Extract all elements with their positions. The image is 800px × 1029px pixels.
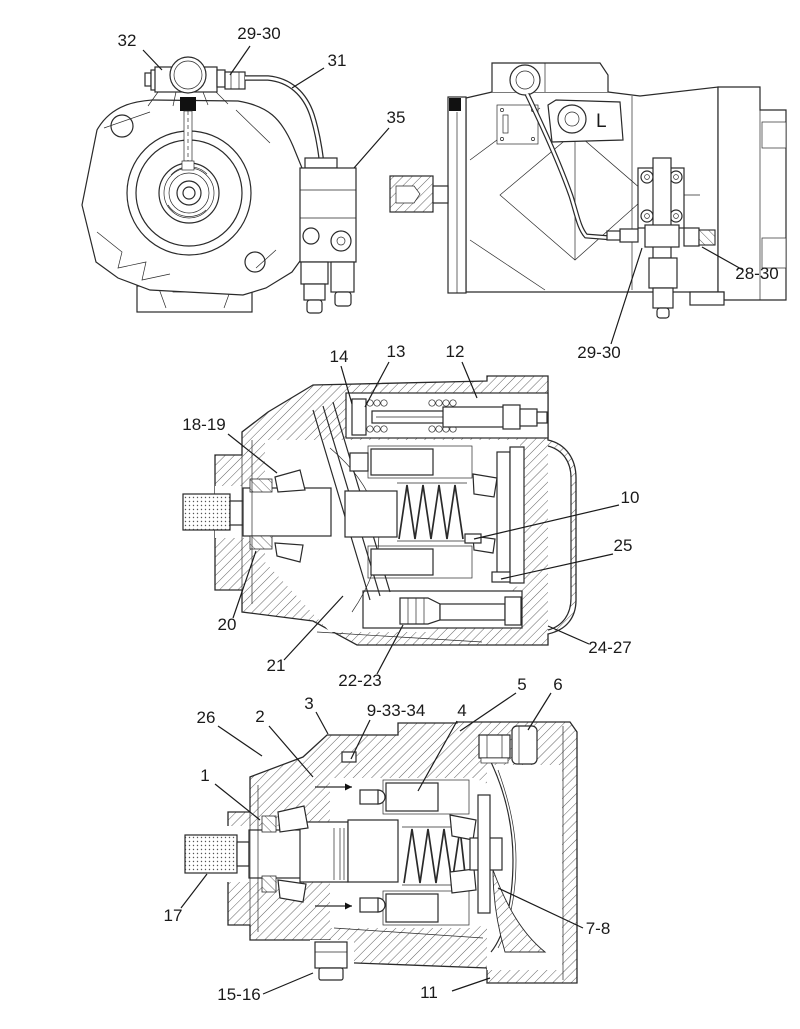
- port-marker: [449, 98, 461, 111]
- side-callouts: 28-30 29-30: [577, 246, 779, 362]
- callout-12: 12: [446, 342, 465, 361]
- leader-6: [527, 692, 552, 731]
- callout-25: 25: [614, 536, 633, 555]
- callout-21: 21: [267, 656, 286, 675]
- piston-group: [347, 779, 503, 926]
- drive-shaft-stub: [389, 175, 449, 213]
- leader-1: [214, 783, 261, 821]
- callout-26: 26: [197, 708, 216, 727]
- callout-32: 32: [118, 31, 137, 50]
- leader-21: [283, 595, 344, 661]
- callout-22-23: 22-23: [338, 671, 381, 690]
- callout-15-16: 15-16: [217, 985, 260, 1004]
- case-drain-port: L: [547, 99, 624, 143]
- callout-6: 6: [553, 675, 562, 694]
- callout-13: 13: [387, 342, 406, 361]
- port-marker: [180, 97, 196, 111]
- callout-24-27: 24-27: [588, 638, 631, 657]
- section-lower-callouts: 26 2 3 9-33-34 4 5 6 1 17 7-8 15-16 11: [164, 675, 611, 1004]
- front-bearing-group: [241, 432, 306, 612]
- callout-9-33-34: 9-33-34: [367, 701, 426, 720]
- bottom-plug: [314, 941, 348, 981]
- port-label-L: L: [596, 111, 607, 132]
- section-upper-callouts: 14 13 12 18-19 10 25 20 21 22-23 24-27: [182, 342, 639, 690]
- mounting-flange: [447, 96, 467, 294]
- leader-3: [315, 711, 329, 735]
- callout-20: 20: [218, 615, 237, 634]
- housing-ribs: [96, 109, 277, 281]
- leader-22-23: [376, 624, 404, 675]
- center-rod: [181, 110, 195, 171]
- leader-15-16: [262, 972, 314, 995]
- callout-10: 10: [621, 488, 640, 507]
- name-plate: [496, 104, 539, 145]
- callout-7-8: 7-8: [586, 919, 611, 938]
- view-side: L: [389, 62, 787, 362]
- callout-31: 31: [328, 51, 347, 70]
- leader-5: [459, 692, 517, 732]
- leader-14: [340, 365, 353, 405]
- leader-29-30: [229, 45, 251, 76]
- view-section-lower: 26 2 3 9-33-34 4 5 6 1 17 7-8 15-16 11: [164, 675, 611, 1004]
- leader-13: [364, 361, 390, 408]
- callout-2: 2: [255, 707, 264, 726]
- rear-lobe: [547, 445, 572, 631]
- end-cover-side: [689, 86, 787, 306]
- view-front: 32 29-30 31 35: [81, 24, 406, 314]
- leader-32: [142, 49, 163, 71]
- callout-17: 17: [164, 906, 183, 925]
- housing-outline: [81, 99, 309, 296]
- valve-group-side: [606, 157, 716, 319]
- callout-11: 11: [420, 983, 438, 1002]
- callout-5: 5: [517, 675, 526, 694]
- callout-29-30: 29-30: [237, 24, 280, 43]
- leader-25: [500, 553, 614, 580]
- callout-35: 35: [387, 108, 406, 127]
- bolt-hole: [244, 251, 266, 273]
- leader-11: [451, 977, 491, 992]
- drive-shaft-section: [182, 487, 332, 537]
- leader-20: [232, 550, 257, 619]
- front-callouts: 32 29-30 31 35: [118, 24, 406, 169]
- view-section-upper: 14 13 12 18-19 10 25 20 21 22-23 24-27: [182, 342, 639, 690]
- valve-block-35: [299, 157, 357, 314]
- bolt-hole: [110, 114, 134, 138]
- tube: [524, 92, 613, 241]
- leader-29-30-b: [610, 247, 643, 345]
- callout-4: 4: [457, 701, 466, 720]
- bias-piston: [362, 590, 523, 629]
- leader-4: [417, 720, 458, 792]
- callout-1: 1: [200, 766, 209, 785]
- piston-group: [344, 445, 525, 584]
- callout-18-19: 18-19: [182, 415, 225, 434]
- leader-28-30: [701, 246, 744, 271]
- guide-pins: [315, 751, 357, 910]
- callout-14: 14: [330, 347, 349, 366]
- compensator-valve: [345, 392, 549, 439]
- callout-29-30-b: 29-30: [577, 343, 620, 362]
- leader-7-8: [497, 887, 584, 929]
- pin-10: [464, 533, 482, 544]
- top-fitting: [478, 725, 538, 765]
- top-fitting-assembly: [144, 56, 246, 107]
- leader-18-19: [227, 433, 278, 474]
- leader-10: [473, 504, 620, 540]
- leader-2: [268, 725, 314, 778]
- front-bearing-group: [249, 777, 309, 940]
- callout-28-30: 28-30: [735, 264, 778, 283]
- leader-35: [353, 127, 390, 169]
- end-cover-web: [490, 726, 564, 980]
- leader-26: [217, 725, 263, 757]
- leader-24-27: [547, 625, 590, 645]
- top-block: [491, 62, 609, 96]
- leader-17: [180, 873, 208, 909]
- leader-31: [291, 67, 325, 89]
- leader-9-33-34: [350, 719, 371, 760]
- leader-12: [461, 361, 478, 399]
- callout-3: 3: [304, 694, 313, 713]
